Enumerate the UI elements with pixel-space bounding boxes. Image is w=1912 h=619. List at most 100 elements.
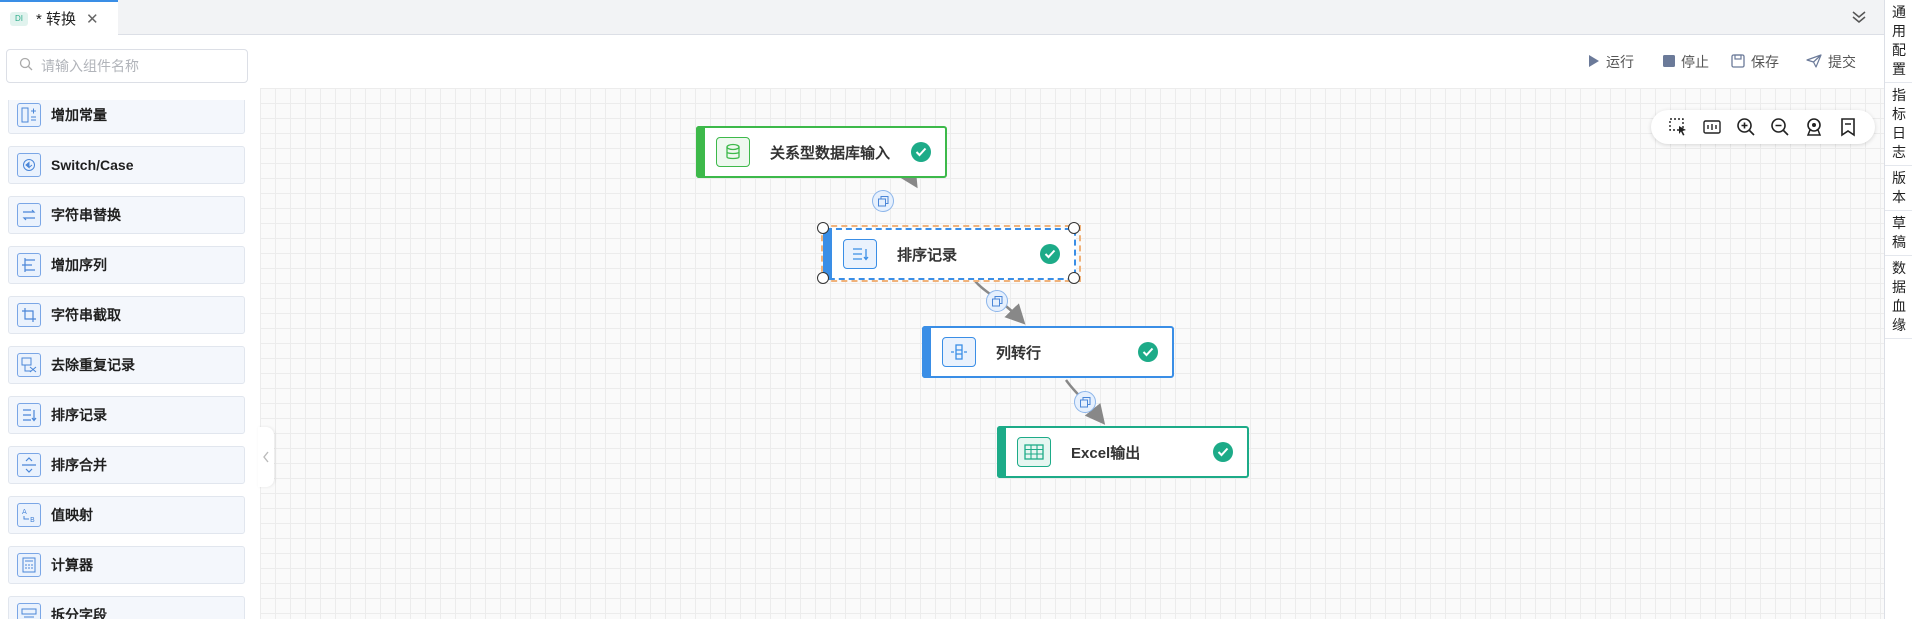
string-cut-icon bbox=[17, 303, 41, 327]
panel-version[interactable]: 版本 bbox=[1885, 166, 1912, 211]
palette-item-string-cut[interactable]: 字符串截取 bbox=[8, 296, 245, 334]
svg-text:B: B bbox=[30, 516, 35, 523]
column-to-row-icon bbox=[942, 337, 976, 367]
node-accent-bar bbox=[823, 228, 832, 280]
play-icon bbox=[1588, 54, 1606, 71]
svg-text:A: A bbox=[22, 508, 27, 516]
submit-button[interactable]: 提交 bbox=[1806, 52, 1856, 72]
palette-item-add-sequence[interactable]: 增加序列 bbox=[8, 246, 245, 284]
stop-icon bbox=[1663, 54, 1681, 70]
node-label: Excel输出 bbox=[1071, 444, 1141, 462]
save-button[interactable]: 保存 bbox=[1731, 52, 1779, 72]
palette-item-label: 增加序列 bbox=[51, 257, 107, 273]
add-sequence-icon bbox=[17, 253, 41, 277]
zoom-in-icon[interactable] bbox=[1734, 115, 1758, 139]
save-icon bbox=[1731, 53, 1751, 71]
send-icon bbox=[1806, 53, 1828, 71]
copy-icon[interactable] bbox=[872, 190, 894, 212]
submit-label: 提交 bbox=[1828, 54, 1856, 70]
palette-item-split-field[interactable]: 拆分字段 bbox=[8, 596, 245, 619]
palette-item-sort-records[interactable]: 排序记录 bbox=[8, 396, 245, 434]
node-excel-output[interactable]: Excel输出 bbox=[997, 426, 1249, 478]
search-icon bbox=[19, 57, 33, 76]
node-accent-bar bbox=[696, 126, 705, 178]
node-accent-bar bbox=[997, 426, 1006, 478]
node-sort-records[interactable]: 排序记录 bbox=[823, 228, 1076, 280]
box-select-icon[interactable] bbox=[1666, 115, 1690, 139]
di-badge: DI bbox=[10, 11, 28, 26]
palette-item-string-replace[interactable]: 字符串替换 bbox=[8, 196, 245, 234]
database-icon bbox=[716, 137, 750, 167]
palette-item-sort-merge[interactable]: 排序合并 bbox=[8, 446, 245, 484]
copy-icon[interactable] bbox=[1074, 391, 1096, 413]
search-box bbox=[6, 49, 248, 83]
selection-box bbox=[821, 225, 1081, 282]
resize-handle-tr[interactable] bbox=[1068, 222, 1080, 234]
palette-item-label: 字符串截取 bbox=[51, 307, 121, 323]
zoom-out-icon[interactable] bbox=[1768, 115, 1792, 139]
resize-handle-tl[interactable] bbox=[817, 222, 829, 234]
search-input[interactable] bbox=[41, 58, 241, 74]
panel-data-lineage[interactable]: 数据血缘 bbox=[1885, 256, 1912, 339]
copy-icon[interactable] bbox=[986, 290, 1008, 312]
sort-merge-icon bbox=[17, 453, 41, 477]
palette-item-label: 去除重复记录 bbox=[51, 357, 135, 373]
node-label: 关系型数据库输入 bbox=[770, 144, 891, 162]
palette-item-dedup[interactable]: 去除重复记录 bbox=[8, 346, 245, 384]
calculator-icon bbox=[17, 553, 41, 577]
palette-item-label: Switch/Case bbox=[51, 157, 134, 173]
palette-item-label: 排序记录 bbox=[51, 407, 107, 423]
palette-item-label: 字符串替换 bbox=[51, 207, 121, 223]
palette-item-label: 增加常量 bbox=[51, 107, 107, 123]
right-side-panel: 通用配置 指标日志 版本 草稿 数据血缘 bbox=[1884, 0, 1912, 619]
close-icon[interactable]: ✕ bbox=[86, 10, 99, 28]
node-accent-bar bbox=[922, 326, 931, 378]
palette-item-add-constant[interactable]: 增加常量 bbox=[8, 100, 245, 134]
canvas-tools bbox=[1651, 110, 1875, 144]
tab-bar: DI * 转换 ✕ bbox=[0, 0, 1884, 35]
palette-item-label: 值映射 bbox=[51, 507, 93, 523]
palette-item-label: 计算器 bbox=[51, 557, 93, 573]
dedup-icon bbox=[17, 353, 41, 377]
panel-metric-log[interactable]: 指标日志 bbox=[1885, 83, 1912, 166]
sort-icon bbox=[17, 403, 41, 427]
panel-draft[interactable]: 草稿 bbox=[1885, 211, 1912, 256]
stop-button[interactable]: 停止 bbox=[1663, 52, 1709, 72]
note-icon[interactable] bbox=[1836, 115, 1860, 139]
palette-item-label: 拆分字段 bbox=[51, 607, 107, 619]
fit-view-icon[interactable] bbox=[1700, 115, 1724, 139]
stop-label: 停止 bbox=[1681, 54, 1709, 70]
check-icon bbox=[1138, 342, 1158, 362]
locate-icon[interactable] bbox=[1802, 115, 1826, 139]
run-button[interactable]: 运行 bbox=[1588, 52, 1634, 72]
split-field-icon bbox=[17, 603, 41, 619]
resize-handle-bl[interactable] bbox=[817, 272, 829, 284]
tab-transform[interactable]: DI * 转换 ✕ bbox=[0, 0, 118, 35]
chevron-double-down-icon[interactable] bbox=[1848, 6, 1870, 28]
node-db-input[interactable]: 关系型数据库输入 bbox=[696, 126, 947, 178]
node-label: 列转行 bbox=[996, 344, 1042, 362]
chevron-left-icon[interactable] bbox=[258, 427, 274, 487]
string-replace-icon bbox=[17, 203, 41, 227]
switch-case-icon bbox=[17, 153, 41, 177]
check-icon bbox=[911, 142, 931, 162]
check-icon bbox=[1213, 442, 1233, 462]
excel-table-icon bbox=[1017, 437, 1051, 467]
save-label: 保存 bbox=[1751, 54, 1779, 70]
tab-title: * 转换 bbox=[36, 11, 77, 28]
component-palette: 增加常量 Switch/Case 字符串替换 增加序列 字符串截取 去除重复记录… bbox=[0, 100, 260, 619]
toolbar: 运行 停止 保存 提交 bbox=[0, 36, 1884, 88]
palette-item-switch-case[interactable]: Switch/Case bbox=[8, 146, 245, 184]
palette-item-calculator[interactable]: 计算器 bbox=[8, 546, 245, 584]
run-label: 运行 bbox=[1606, 54, 1634, 70]
check-icon bbox=[1040, 244, 1060, 264]
node-label: 排序记录 bbox=[897, 246, 958, 264]
panel-general-config[interactable]: 通用配置 bbox=[1885, 0, 1912, 83]
palette-item-label: 排序合并 bbox=[51, 457, 107, 473]
sort-icon bbox=[843, 239, 877, 269]
resize-handle-br[interactable] bbox=[1068, 272, 1080, 284]
node-column-to-row[interactable]: 列转行 bbox=[922, 326, 1174, 378]
add-constant-icon bbox=[17, 103, 41, 127]
